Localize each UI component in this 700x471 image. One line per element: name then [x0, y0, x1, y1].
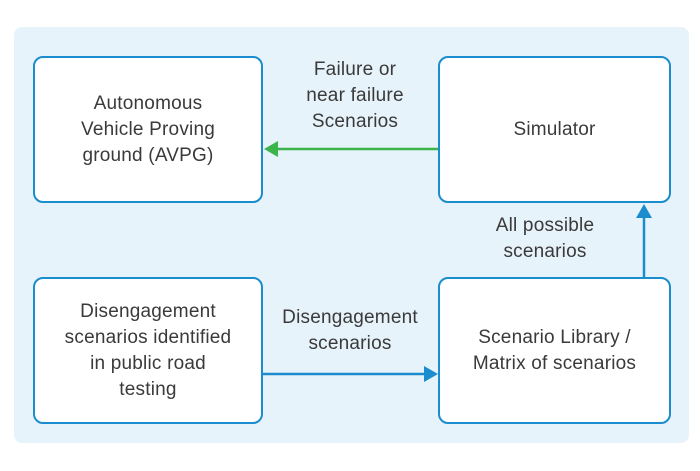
node-disengagement: Disengagement scenarios identified in pu…	[33, 277, 263, 424]
node-scenario-library: Scenario Library / Matrix of scenarios	[438, 277, 671, 424]
node-simulator: Simulator	[438, 56, 671, 203]
arrow-library-to-simulator	[636, 204, 652, 277]
edge-label-failure-scenarios: Failure or near failure Scenarios	[306, 59, 404, 132]
node-avpg-label: Autonomous Vehicle Proving ground (AVPG)	[81, 92, 215, 166]
node-simulator-label: Simulator	[513, 118, 596, 140]
node-scenario-library-label: Scenario Library / Matrix of scenarios	[472, 326, 637, 374]
edge-label-disengagement-scenarios: Disengagement scenarios	[282, 307, 418, 354]
node-avpg: Autonomous Vehicle Proving ground (AVPG)	[33, 56, 263, 203]
arrow-disengagement-to-library	[263, 366, 438, 382]
arrow-simulator-to-avpg	[264, 141, 438, 157]
node-disengagement-label: Disengagement scenarios identified in pu…	[64, 300, 232, 400]
edge-label-all-possible-scenarios: All possible scenarios	[495, 215, 595, 262]
